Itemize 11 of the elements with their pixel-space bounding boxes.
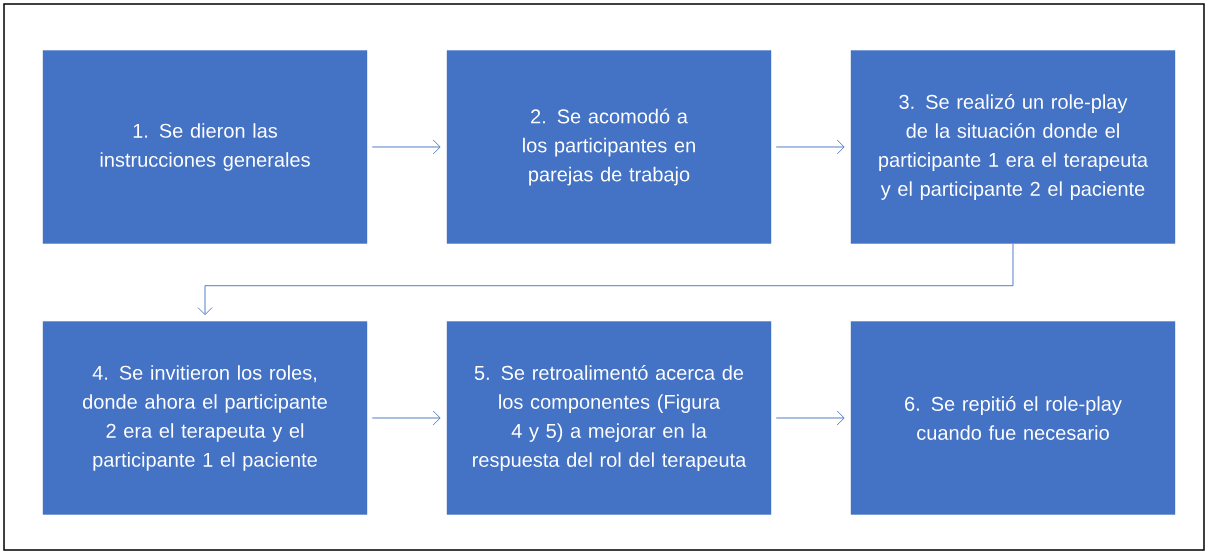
arrow [197, 243, 1014, 316]
process-box: 3. Se realizó un role-play de la situación donde el participante 1 era el terapeuta y el participante 2 el paciente [850, 50, 1176, 244]
arrow [371, 410, 441, 426]
process-box: 6. Se repitió el role-play cuando fue necesario [850, 321, 1176, 515]
process-box: 2. Se acomodó a los participantes en parejas de trabajo [446, 50, 772, 244]
process-box: 5. Se retroalimentó acerca de los componentes (Figura 4 y 5) a mejorar en la respuesta del rol del terapeuta [446, 321, 772, 515]
process-box: 1. Se dieron las instrucciones generales [42, 50, 368, 244]
arrow [775, 410, 845, 426]
arrow [775, 139, 845, 155]
process-box: 4. Se invitieron los roles, donde ahora el participante 2 era el terapeuta y el participante 1 el paciente [42, 321, 368, 515]
arrow [371, 139, 441, 155]
